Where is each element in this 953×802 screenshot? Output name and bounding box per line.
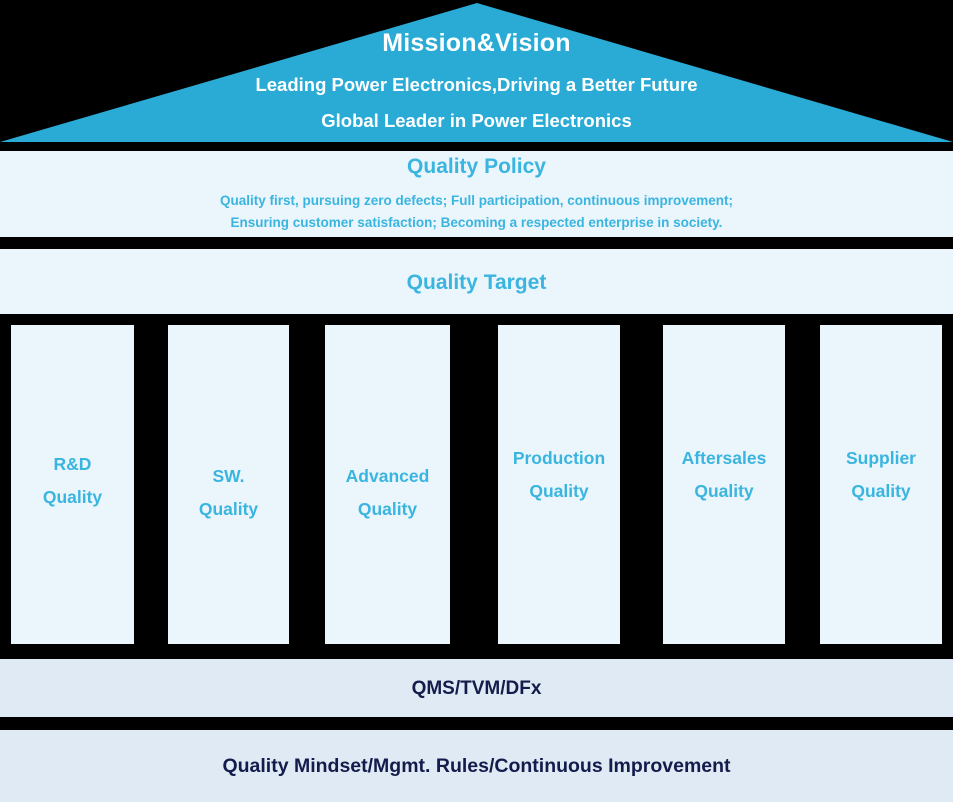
quality-policy-body: Quality first, pursuing zero defects; Fu… xyxy=(220,190,733,235)
quality-policy-line-1: Quality first, pursuing zero defects; Fu… xyxy=(219,192,734,208)
quality-target-title: Quality Target xyxy=(406,270,547,294)
qms-title: QMS/TVM/DFx xyxy=(411,677,542,699)
pillar-aftersales-quality: Aftersales Quality xyxy=(663,325,785,644)
pillar-supplier-quality: Supplier Quality xyxy=(820,325,942,644)
roof-triangle-shape xyxy=(0,3,953,142)
pillar-label-line-1: Supplier xyxy=(845,448,916,468)
pillar-aftersales-quality-label: Aftersales Quality xyxy=(663,442,785,509)
pillar-production-quality-label: Production Quality xyxy=(498,442,620,509)
pillar-label-line-2: Quality xyxy=(198,499,259,520)
pillar-label-line-2: Quality xyxy=(851,481,911,502)
pillar-label-line-1: Advanced xyxy=(345,466,430,486)
pillar-label-line-1: SW. xyxy=(212,466,245,486)
pillar-rd-quality: R&D Quality xyxy=(11,325,134,644)
pillar-production-quality: Production Quality xyxy=(498,325,620,644)
pillar-advanced-quality-label: Advanced Quality xyxy=(325,460,450,527)
foundation-band: Quality Mindset/Mgmt. Rules/Continuous I… xyxy=(0,730,953,802)
quality-policy-band: Quality Policy Quality first, pursuing z… xyxy=(0,151,953,237)
pillar-advanced-quality: Advanced Quality xyxy=(325,325,450,644)
pillar-sw-quality: SW. Quality xyxy=(168,325,289,644)
pillar-sw-quality-label: SW. Quality xyxy=(168,460,289,527)
pillars-group: R&D Quality SW. Quality Advanced Quality… xyxy=(0,325,953,644)
pillar-label-line-1: R&D xyxy=(53,454,92,474)
pillar-label-line-2: Quality xyxy=(694,481,754,502)
pillar-label-line-2: Quality xyxy=(357,499,418,520)
quality-policy-line-2: Ensuring customer satisfaction; Becoming… xyxy=(230,215,723,230)
quality-target-band: Quality Target xyxy=(0,249,953,314)
pillar-supplier-quality-label: Supplier Quality xyxy=(820,442,942,509)
pillar-rd-quality-label: R&D Quality xyxy=(11,448,134,515)
pillar-label-line-1: Production xyxy=(512,448,606,468)
pillar-label-line-2: Quality xyxy=(529,481,589,502)
foundation-title: Quality Mindset/Mgmt. Rules/Continuous I… xyxy=(222,755,731,778)
pillar-label-line-2: Quality xyxy=(42,487,103,508)
roof-triangle: Mission&Vision Leading Power Electronics… xyxy=(0,0,953,143)
roof-polygon xyxy=(0,3,953,142)
quality-policy-title: Quality Policy xyxy=(407,154,546,178)
pillar-label-line-1: Aftersales xyxy=(681,448,767,468)
qms-band: QMS/TVM/DFx xyxy=(0,659,953,717)
